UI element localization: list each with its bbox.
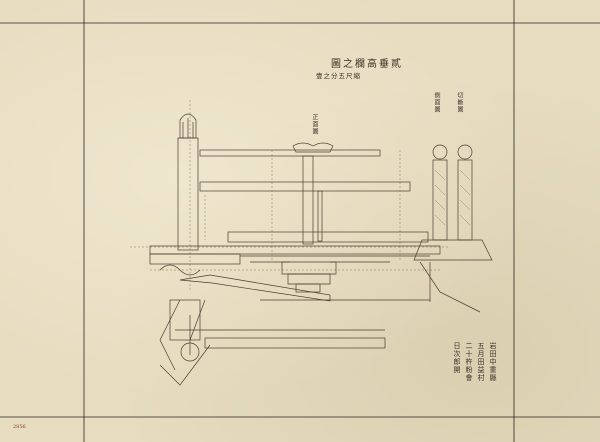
section-post: [149, 113, 386, 386]
signature-line-3: 二十杵粉會: [465, 342, 473, 382]
dimension-lines: [130, 100, 450, 290]
label-side-elevation: 側面圖: [433, 92, 440, 113]
label-section: 切斷圖: [456, 92, 463, 113]
signature-line-4: 日次郎開: [453, 342, 461, 374]
front-elevation: [149, 142, 441, 301]
catalog-mark: 2856: [13, 424, 26, 430]
side-elevation: [413, 144, 493, 313]
scale-note: 壹之分五尺縮: [316, 72, 361, 80]
drawing-title: 圖之欄高垂貳: [331, 59, 403, 70]
label-front-elevation: 正面圖: [311, 114, 318, 135]
hatching: [434, 169, 471, 226]
signature-line-2: 五月田益村: [477, 342, 485, 382]
signature-line-1: 岩田中重縣: [489, 342, 497, 382]
